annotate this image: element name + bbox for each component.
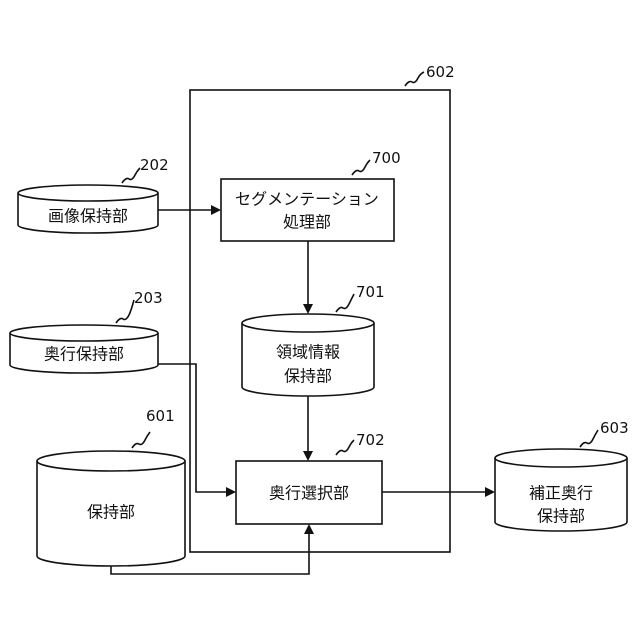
ref-601: 601 — [146, 407, 175, 425]
ref-202: 202 — [140, 156, 169, 174]
leader-602 — [405, 72, 424, 86]
ref-603: 603 — [600, 419, 629, 437]
region-store-label-line2: 保持部 — [284, 367, 332, 386]
ref-602: 602 — [426, 63, 455, 81]
image-store-label: 画像保持部 — [48, 207, 128, 226]
arrow-select-to-corrected — [382, 487, 495, 497]
leader-702 — [336, 440, 354, 455]
depth-store-label: 奥行保持部 — [44, 345, 124, 364]
region-store-label-line1: 領域情報 — [276, 343, 340, 362]
segmentation-label-line1: セグメンテーション — [235, 190, 379, 209]
corrected-store-label-line1: 補正奥行 — [529, 484, 593, 503]
leader-203 — [116, 300, 134, 323]
arrow-segmentation-to-region — [303, 241, 313, 314]
leader-601 — [132, 432, 150, 448]
arrow-region-to-select — [303, 396, 313, 461]
ref-700: 700 — [372, 149, 401, 167]
leader-701 — [336, 294, 354, 312]
corrected-store-label-line2: 保持部 — [537, 507, 585, 526]
segmentation-label-line2: 処理部 — [283, 213, 331, 232]
ref-701: 701 — [356, 283, 385, 301]
ref-702: 702 — [356, 431, 385, 449]
leader-700 — [352, 160, 370, 175]
depth-select-label: 奥行選択部 — [269, 484, 349, 503]
ref-203: 203 — [134, 289, 163, 307]
leader-603 — [580, 430, 598, 447]
store-label: 保持部 — [87, 503, 135, 522]
leader-202 — [122, 168, 140, 183]
segmentation-box — [221, 179, 394, 241]
